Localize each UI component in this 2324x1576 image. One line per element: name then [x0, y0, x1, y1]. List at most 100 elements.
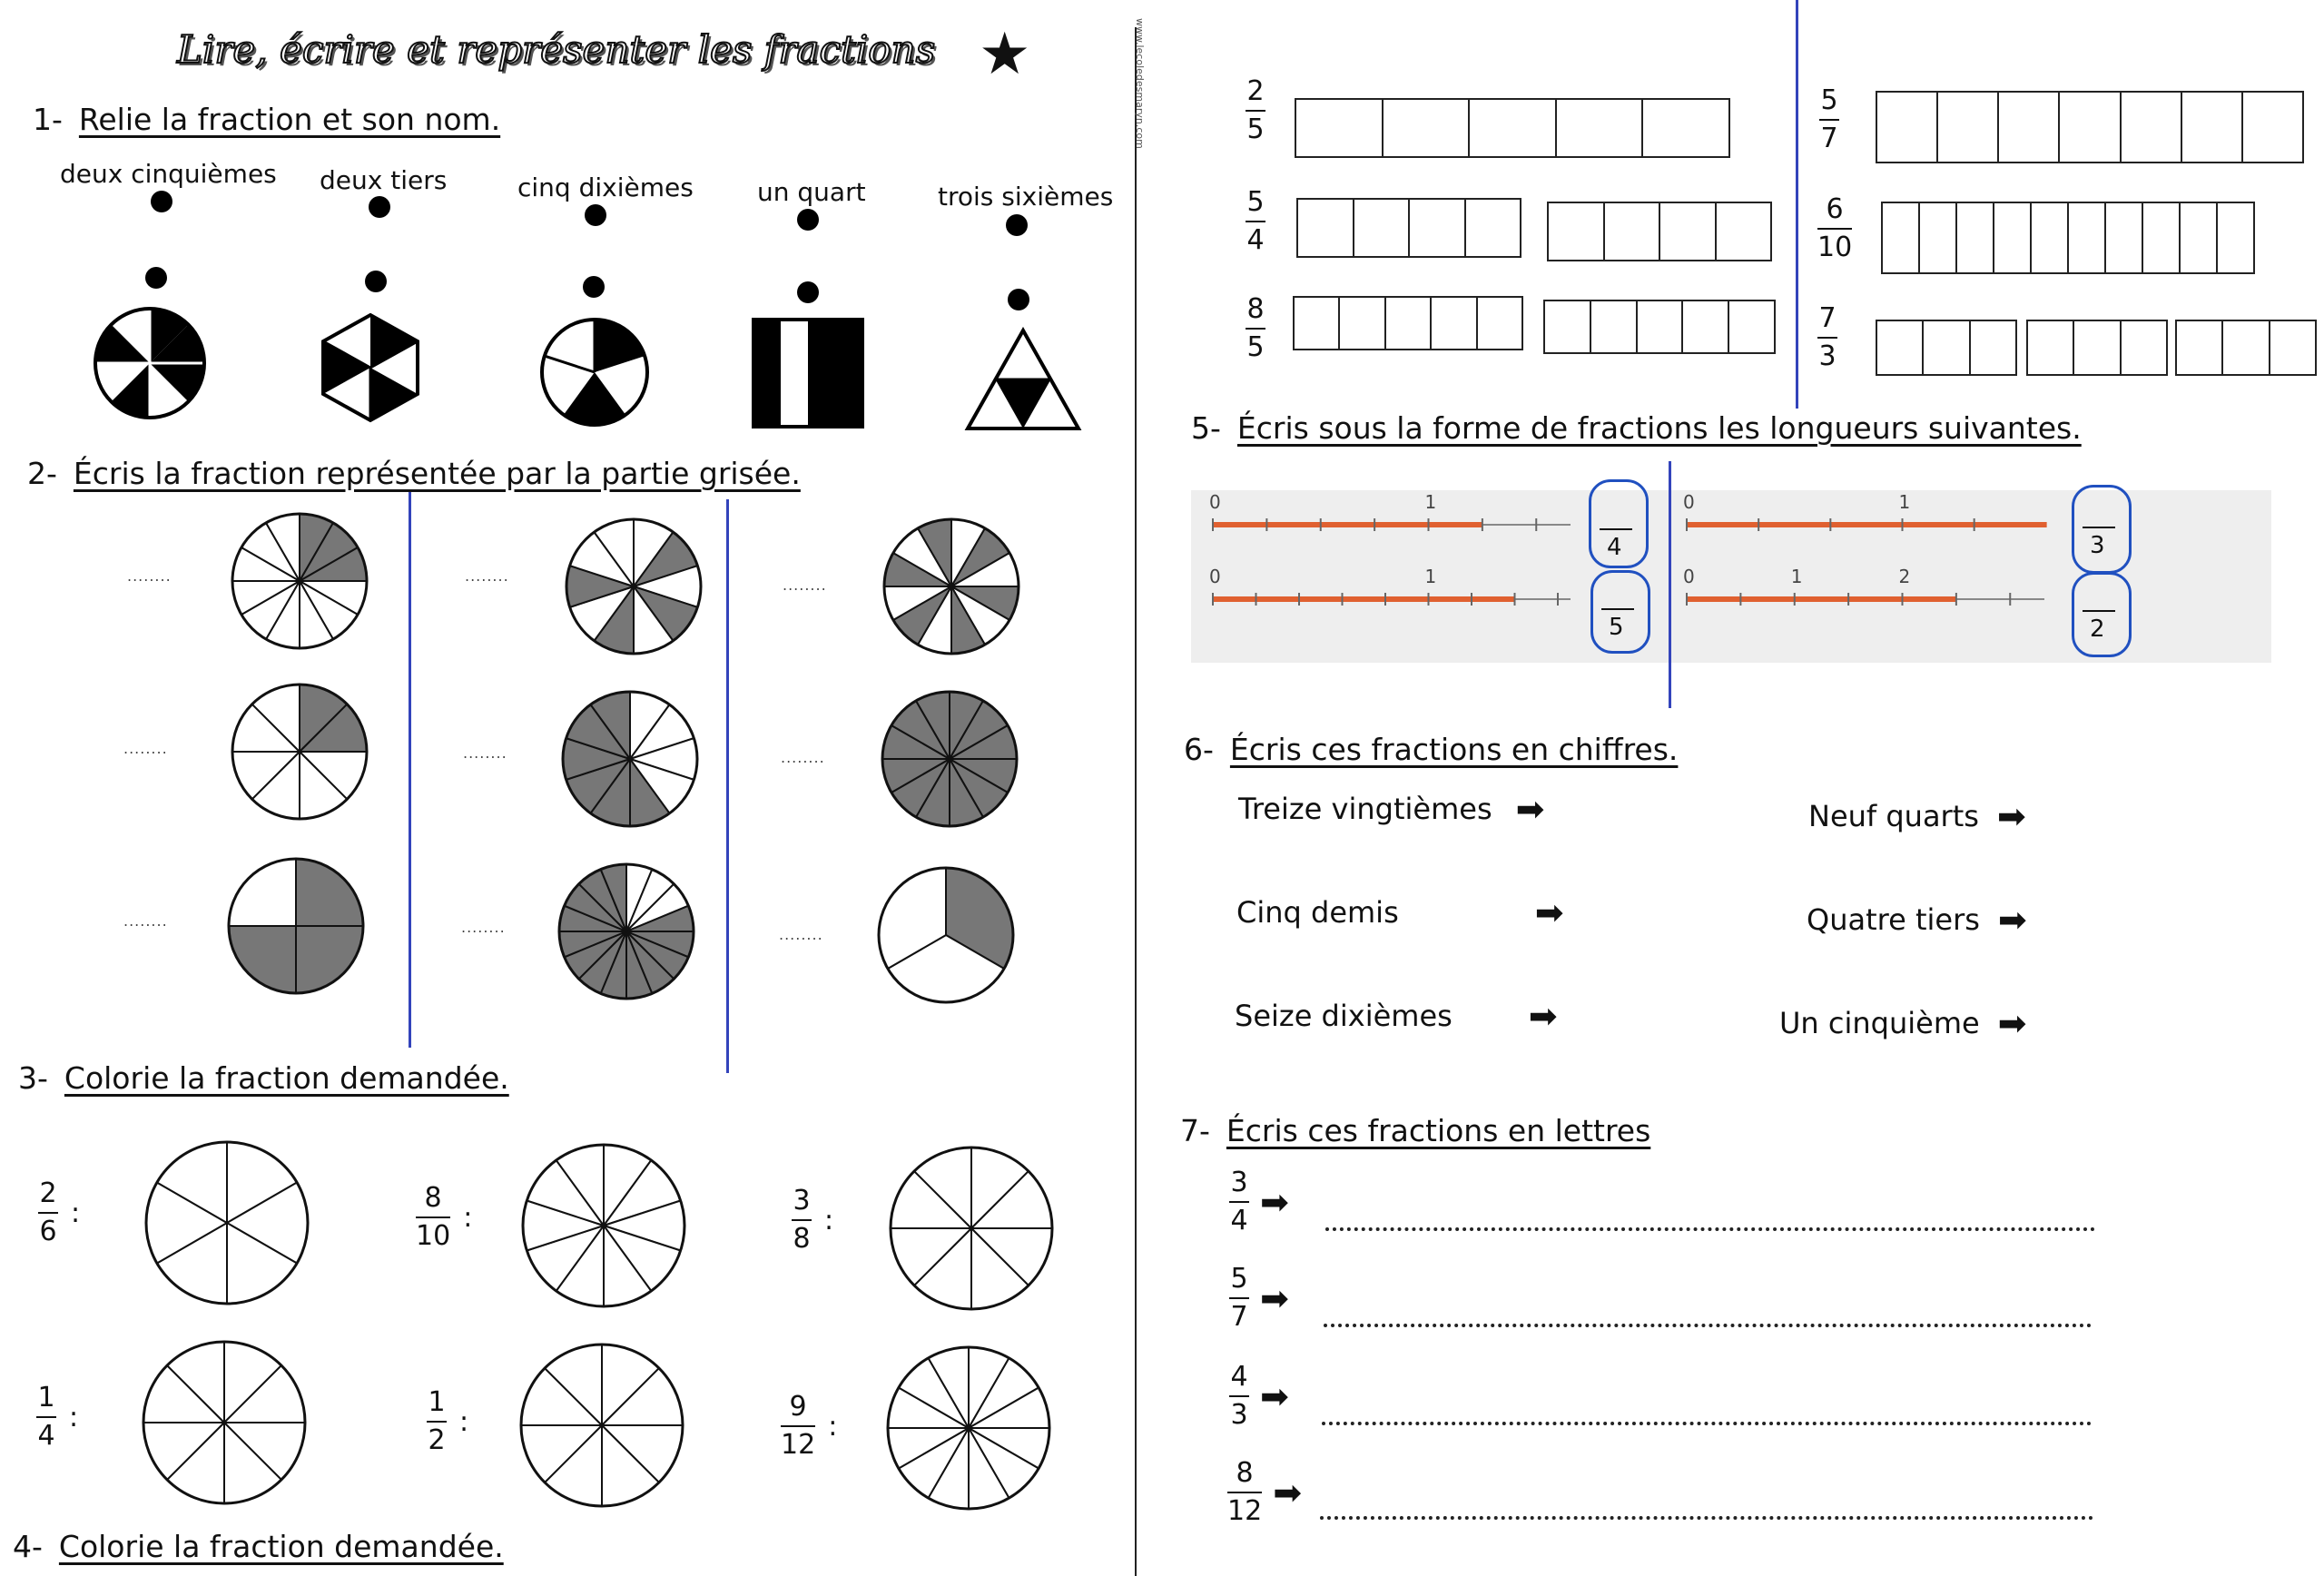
ex2-blank-1[interactable]: ........: [127, 567, 172, 585]
circle-outline: [877, 866, 1015, 1004]
arrow-right-icon: ➡: [1260, 1278, 1289, 1318]
ex4-bar-2[interactable]: [1876, 91, 2304, 163]
ex4-bar-6b[interactable]: [2026, 320, 2168, 376]
ex7-answer-line-3[interactable]: [1322, 1422, 2092, 1425]
ex3-circle-5[interactable]: [516, 1339, 688, 1512]
ex7-answer-line-2[interactable]: [1324, 1324, 2092, 1327]
ex1-dot-name-3[interactable]: [797, 209, 819, 231]
ex3-circle-3[interactable]: [885, 1142, 1058, 1315]
ex1-dot-name-4[interactable]: [1006, 214, 1028, 236]
ex5-answer-2[interactable]: [2072, 485, 2132, 574]
ex2-blank-6[interactable]: ........: [781, 749, 825, 766]
ex1-name-3: un quart: [757, 177, 866, 207]
ex1-dot-shape-1[interactable]: [365, 271, 387, 292]
ex5-answer-2-bar: [2083, 527, 2115, 528]
number-line-label: 0: [1209, 566, 1221, 587]
arrow-right-icon: ➡: [1273, 1473, 1303, 1512]
ex7-answer-line-1[interactable]: [1325, 1227, 2095, 1231]
ex1-name-2: cinq dixièmes: [517, 172, 694, 202]
number-line-label: 2: [1899, 566, 1911, 587]
ex6-right-0: Neuf quarts➡: [1808, 796, 2026, 836]
ex4-bar-3b[interactable]: [1547, 202, 1772, 261]
ex1-dot-name-1[interactable]: [369, 196, 390, 218]
ex4-bar-5a[interactable]: [1293, 296, 1523, 350]
arrow-right-icon: ➡: [1996, 796, 2026, 836]
ex2-blank-8[interactable]: ........: [461, 919, 506, 936]
circle-outline: [144, 1140, 310, 1305]
ex6-right-2: Un cinquième➡: [1779, 1003, 2027, 1043]
ex1-dot-name-2[interactable]: [585, 204, 606, 226]
circle-outline: [142, 1340, 307, 1505]
arrow-right-icon: ➡: [1534, 892, 1564, 932]
arrow-right-icon: ➡: [1260, 1182, 1289, 1222]
circle-outline: [521, 1143, 686, 1308]
arrow-right-icon: ➡: [1997, 1003, 2027, 1043]
ex2-circle-5: [561, 690, 699, 828]
ex1-dot-shape-4[interactable]: [1008, 289, 1029, 310]
ex2-circle-8: [557, 862, 695, 1000]
ex4-bar-1[interactable]: [1295, 98, 1730, 158]
ex2-blank-5[interactable]: ........: [463, 744, 507, 762]
ex4-bar-6a[interactable]: [1876, 320, 2017, 376]
ex3-circle-1[interactable]: [141, 1137, 313, 1309]
ex4-bar-5b[interactable]: [1543, 300, 1776, 354]
ex6-left-2: Seize dixièmes➡: [1235, 996, 1558, 1036]
ex2-blank-2[interactable]: ........: [465, 567, 509, 585]
ex6-right-1: Quatre tiers➡: [1807, 900, 2027, 940]
ex1-shape-circle-fifths: [540, 318, 649, 427]
ex2-circle-4: [231, 683, 369, 821]
circle-outline: [882, 517, 1020, 655]
arrow-right-icon: ➡: [1515, 789, 1545, 829]
ex5-answer-3-den: 5: [1609, 614, 1624, 641]
ex4-bar-3a[interactable]: [1296, 198, 1521, 258]
ex5-answer-1[interactable]: [1589, 479, 1649, 568]
ex1-name-0: deux cinquièmes: [60, 159, 277, 189]
ex3-circle-4[interactable]: [138, 1336, 310, 1509]
ex4-heading: 4-Colorie la fraction demandée.: [13, 1529, 504, 1564]
ex2-blank-9[interactable]: ........: [779, 926, 823, 943]
ex2-blank-7[interactable]: ........: [123, 912, 168, 930]
ex4-divider: [1796, 0, 1798, 409]
circle-outline: [231, 683, 369, 821]
ex4-bar-4[interactable]: [1881, 202, 2255, 274]
circle-outline: [881, 690, 1019, 828]
ex2-blank-3[interactable]: ........: [783, 576, 827, 594]
worksheet-title: Lire, écrire et représenter les fraction…: [176, 26, 936, 73]
ex5-answer-1-den: 4: [1607, 534, 1622, 561]
ex3-circle-6[interactable]: [882, 1342, 1055, 1514]
ex1-dot-shape-3[interactable]: [797, 281, 819, 303]
ex1-dot-shape-0[interactable]: [145, 267, 167, 289]
ex4-bar-6c[interactable]: [2175, 320, 2317, 376]
ex5-answer-3-bar: [1601, 608, 1634, 610]
circle-outline: [886, 1345, 1051, 1511]
ex3-circle-2[interactable]: [517, 1139, 690, 1312]
ex2-circle-9: [877, 866, 1015, 1004]
arrow-right-icon: ➡: [1260, 1376, 1289, 1416]
ex1-dot-shape-2[interactable]: [583, 276, 605, 298]
ex5-answer-4[interactable]: [2072, 572, 2132, 657]
ex5-answer-4-bar: [2083, 610, 2115, 612]
ex6-left-0: Treize vingtièmes➡: [1238, 789, 1545, 829]
ex2-blank-4[interactable]: ........: [123, 740, 168, 757]
ex7-answer-line-4[interactable]: [1320, 1516, 2093, 1520]
ex1-dot-name-0[interactable]: [151, 191, 172, 212]
ex2-divider-1: [409, 492, 411, 1048]
ex5-answer-3[interactable]: [1590, 570, 1650, 654]
ex5-answer-1-bar: [1600, 528, 1632, 530]
ex2-circle-6: [881, 690, 1019, 828]
